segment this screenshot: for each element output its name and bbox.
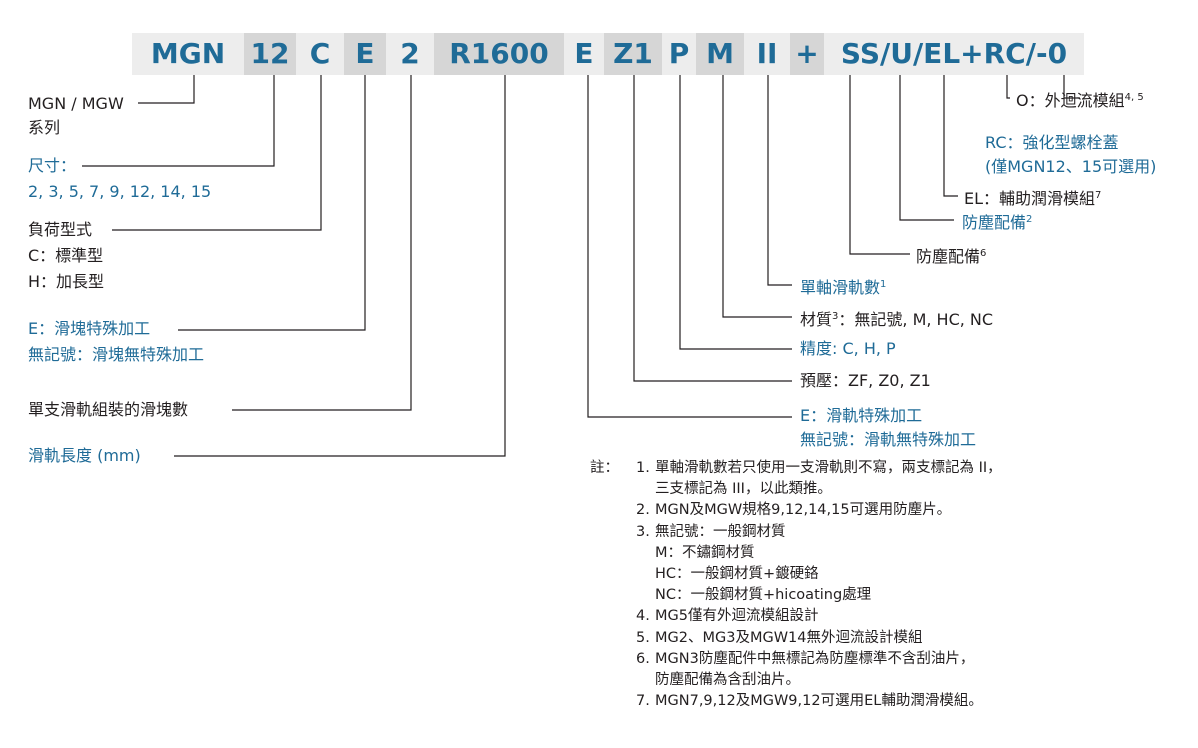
leader-block-special (178, 75, 366, 331)
label-size-values: 2, 3, 5, 7, 9, 12, 14, 15 (28, 182, 212, 201)
model-code-bar: MGN 12 C E 2 R1600 E Z1 P M II + SS/U/EL… (132, 33, 1084, 75)
note-line: M：不鏽鋼材質 (655, 544, 755, 561)
label-o-module-text: O：外迴流模組 (1016, 91, 1125, 110)
leader-preload (633, 75, 792, 382)
code-preload: Z1 (604, 33, 662, 75)
leader-size (82, 75, 275, 167)
note-item: 3. 無記號：一般鋼材質 M：不鏽鋼材質 HC：一般鋼材質+鍍硬鉻 NC：一般鋼… (636, 522, 1196, 607)
label-rail-count: 單軸滑軌數1 (800, 274, 886, 299)
label-series: MGN / MGW (28, 94, 124, 113)
note-line: HC：一般鋼材質+鍍硬鉻 (655, 566, 819, 583)
leader-block-qty (232, 75, 412, 411)
code-rail-length: R1600 (434, 33, 564, 75)
code-accessories: SS/U/EL+RC/-0 (824, 33, 1084, 75)
label-ss-sup: 6 (980, 248, 987, 259)
code-rail-special: E (564, 33, 604, 75)
leader-material (722, 75, 792, 318)
label-material-sup: 3 (832, 311, 839, 322)
label-u: 防塵配備2 (962, 209, 1032, 234)
code-rail-count: II (744, 33, 790, 75)
code-size: 12 (244, 33, 296, 75)
code-plus: + (790, 33, 824, 75)
label-block-special-e: E：滑塊特殊加工 (28, 319, 151, 338)
note-item: 4. MG5僅有外迴流模組設計 (636, 606, 1196, 627)
label-o-module-sup: 4, 5 (1124, 92, 1144, 103)
note-line: 單軸滑軌數若只使用一支滑軌則不寫，兩支標記為 II， (655, 460, 1002, 476)
note-line: MG2、MG3及MGW14無外迴流設計模組 (655, 629, 923, 646)
label-o-module: O：外迴流模組4, 5 (1016, 87, 1144, 112)
note-item: 2. MGN及MGW規格9,12,14,15可選用防塵片。 (636, 500, 1196, 521)
leader-el (943, 75, 958, 197)
label-rail-special-none: 無記號：滑軌無特殊加工 (800, 430, 977, 449)
note-line: MGN7,9,12及MGW9,12可選用EL輔助潤滑模組。 (655, 693, 983, 710)
note-item: 7. MGN7,9,12及MGW9,12可選用EL輔助潤滑模組。 (636, 691, 1196, 712)
code-precision: P (662, 33, 696, 75)
label-precision: 精度: C, H, P (800, 339, 896, 358)
note-item: 1. 單軸滑軌數若只使用一支滑軌則不寫，兩支標記為 II， 三支標記為 III，… (636, 458, 1196, 500)
code-material: M (696, 33, 744, 75)
note-line: MGN3防塵配件中無標記為防塵標準不含刮油片， (655, 650, 975, 667)
note-line: 無記號：一般鋼材質 (655, 523, 786, 540)
code-series: MGN (132, 33, 244, 75)
label-rc-line1: RC：強化型螺栓蓋 (985, 133, 1119, 152)
code-load-type: C (296, 33, 344, 75)
label-load-h: H：加長型 (28, 272, 105, 291)
label-u-sup: 2 (1026, 214, 1033, 225)
note-number: 5. (636, 629, 650, 646)
note-number: 3. (636, 523, 650, 540)
label-rail-count-text: 單軸滑軌數 (800, 278, 881, 297)
leader-ss (849, 75, 910, 255)
label-el-text: EL：輔助潤滑模組 (964, 189, 1096, 208)
label-ss: 防塵配備6 (916, 243, 986, 268)
label-load-c: C：標準型 (28, 246, 104, 265)
label-rail-special-e: E：滑軌特殊加工 (800, 406, 923, 425)
leader-rail-special (587, 75, 792, 418)
label-rail-count-sup: 1 (880, 279, 887, 290)
label-material-prefix: 材質 (800, 310, 833, 329)
note-line: 防塵配備為含刮油片。 (655, 672, 800, 689)
note-line: 三支標記為 III，以此類推。 (655, 481, 832, 498)
note-number: 1. (636, 460, 650, 476)
label-u-text: 防塵配備 (962, 213, 1027, 232)
label-material-suffix: ：無記號, M, HC, NC (838, 310, 994, 329)
note-item: 6. MGN3防塵配件中無標記為防塵標準不含刮油片， 防塵配備為含刮油片。 (636, 649, 1196, 691)
note-number: 4. (636, 608, 650, 625)
leader-series (138, 75, 195, 104)
label-el-sup: 7 (1095, 190, 1102, 201)
notes-list: 1. 單軸滑軌數若只使用一支滑軌則不寫，兩支標記為 II， 三支標記為 III，… (636, 458, 1196, 712)
notes-heading: 註： (590, 460, 619, 476)
label-block-special-none: 無記號：滑塊無特殊加工 (28, 345, 205, 364)
note-number: 2. (636, 502, 650, 519)
leader-u (899, 75, 954, 221)
note-line: MG5僅有外迴流模組設計 (655, 608, 819, 625)
label-ss-text: 防塵配備 (916, 247, 981, 266)
label-material: 材質3：無記號, M, HC, NC (800, 306, 993, 331)
note-item: 5. MG2、MG3及MGW14無外迴流設計模組 (636, 628, 1196, 649)
leader-o (1063, 75, 1080, 99)
note-line: MGN及MGW規格9,12,14,15可選用防塵片。 (655, 502, 952, 519)
note-number: 7. (636, 693, 650, 710)
label-rc-line2: (僅MGN12、15可選用) (985, 157, 1157, 176)
label-rail-length: 滑軌長度 (mm) (28, 446, 141, 465)
label-load-title: 負荷型式 (28, 220, 93, 239)
label-size-title: 尺寸： (28, 156, 77, 175)
code-block-special: E (344, 33, 386, 75)
label-series-suffix: 系列 (28, 118, 61, 137)
leader-rail-count (767, 75, 792, 286)
leader-rail-length (174, 75, 506, 457)
note-number: 6. (636, 650, 650, 667)
note-line: NC：一般鋼材質+hicoating處理 (655, 587, 872, 604)
leader-load (112, 75, 322, 231)
leader-rc (1006, 75, 1010, 99)
code-block-qty: 2 (386, 33, 434, 75)
label-block-qty: 單支滑軌組裝的滑塊數 (28, 400, 189, 419)
label-preload: 預壓：ZF, Z0, Z1 (800, 371, 931, 390)
leader-precision (679, 75, 792, 350)
label-el: EL：輔助潤滑模組7 (964, 185, 1101, 210)
